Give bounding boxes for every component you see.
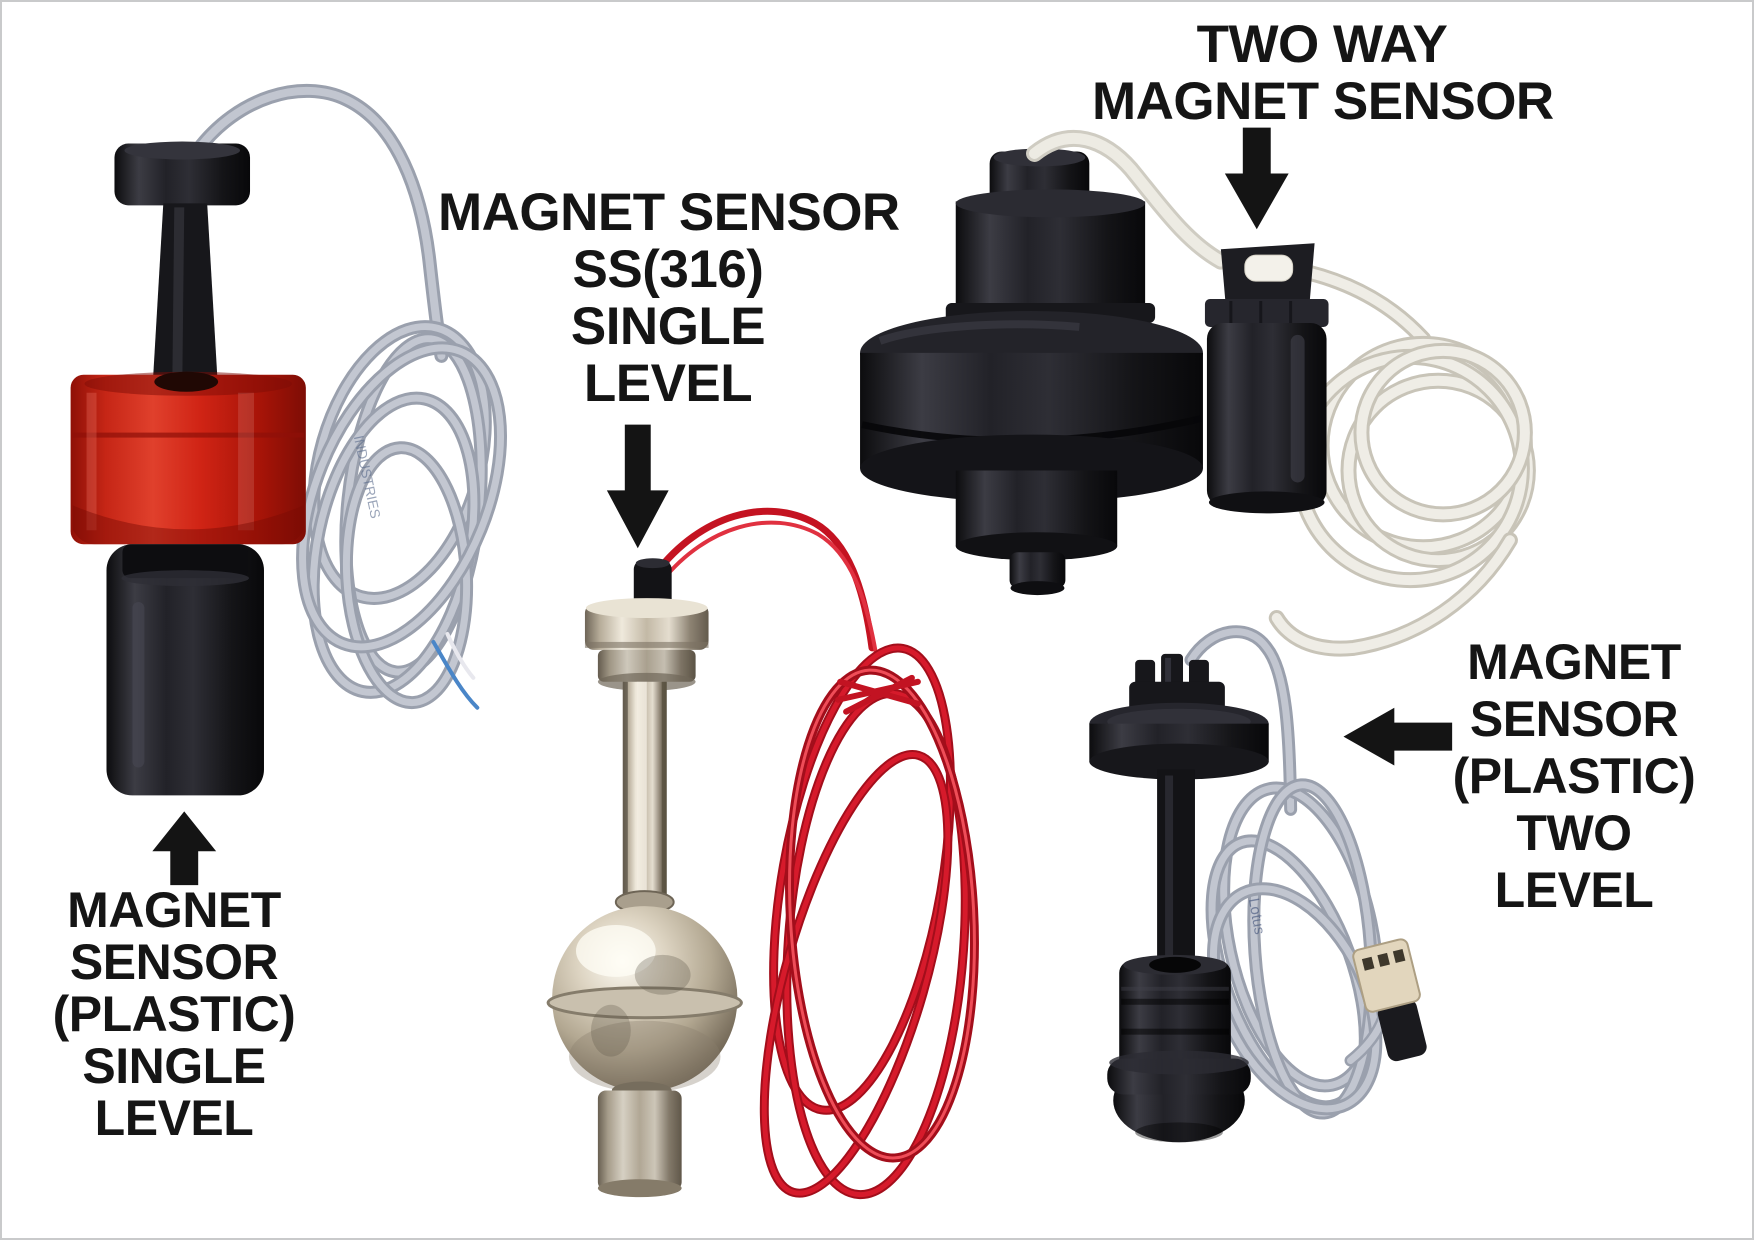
sensor-top-cap <box>114 141 251 206</box>
two-way-magnet-sensor-photo <box>860 130 1536 657</box>
red-wire-arc <box>653 507 878 656</box>
plastic-two-level-sensor-photo: Lotus <box>1089 625 1427 1143</box>
cable-print-text: Lotus <box>1245 897 1268 936</box>
cable-connector-plug <box>1352 938 1427 1062</box>
bottom-float-cylinder <box>106 544 264 796</box>
label-line: SINGLE <box>570 297 766 356</box>
red-cable-coil <box>759 643 979 1200</box>
gray-cable-coil: Lotus <box>1205 778 1393 1120</box>
label-line: TWO WAY <box>1196 15 1448 74</box>
main-float-assembly <box>860 130 1230 596</box>
label-ss316-single-level: MAGNET SENSOR SS(316) SINGLE LEVEL <box>438 183 900 413</box>
top-disk <box>1089 702 1269 780</box>
companion-sensor <box>1204 243 1329 514</box>
label-line: MAGNET <box>1467 634 1681 690</box>
float-cylinder <box>1119 954 1231 1071</box>
left-arrow-icon <box>1343 707 1453 766</box>
connector-sleeve <box>1377 999 1427 1062</box>
label-line: SENSOR <box>69 934 279 990</box>
sensor-stem <box>152 203 219 391</box>
label-line: LEVEL <box>94 1090 254 1146</box>
label-line: TWO <box>1516 805 1632 861</box>
upper-cylinder <box>955 201 1146 319</box>
plastic-single-level-sensor-photo: INDUSTRIES <box>70 83 508 796</box>
sensor-body <box>1206 322 1327 507</box>
label-plastic-single-level: MAGNET SENSOR (PLASTIC) SINGLE LEVEL <box>14 884 334 1144</box>
gray-cable-arc <box>1184 625 1298 816</box>
wire-tie-knot <box>835 674 921 715</box>
up-arrow-icon <box>152 811 217 886</box>
steel-bottom-cylinder <box>597 1081 682 1198</box>
steel-top-cap <box>584 598 709 691</box>
label-line: MAGNET SENSOR <box>438 183 900 242</box>
label-line: MAGNET <box>67 882 281 938</box>
down-arrow-icon <box>606 424 669 549</box>
white-cable-clip <box>1244 254 1294 282</box>
ss316-single-level-sensor-photo <box>546 507 979 1200</box>
bottom-stub <box>1009 552 1066 589</box>
label-two-way-magnet-sensor: TWO WAY MAGNET SENSOR <box>1092 15 1554 131</box>
down-arrow-icon <box>1224 127 1289 230</box>
label-line: LEVEL <box>1494 862 1654 918</box>
bottom-flange <box>1107 1050 1251 1143</box>
label-line: SINGLE <box>82 1038 266 1094</box>
white-wire-tip <box>445 631 476 680</box>
gray-cable-arc <box>191 83 449 363</box>
label-line: SENSOR <box>1469 691 1679 747</box>
label-line: (PLASTIC) <box>1452 748 1696 804</box>
sensor-stem <box>1157 769 1195 969</box>
label-line: (PLASTIC) <box>52 986 296 1042</box>
blue-wire-tip <box>431 639 480 710</box>
label-line: MAGNET SENSOR <box>1092 72 1554 131</box>
label-line: SS(316) <box>572 240 764 299</box>
label-plastic-two-level: MAGNET SENSOR (PLASTIC) TWO LEVEL <box>1414 634 1734 919</box>
label-line: LEVEL <box>583 354 753 413</box>
threaded-ring <box>1204 299 1329 327</box>
steel-ball-float <box>546 906 743 1093</box>
steel-stem <box>614 681 675 915</box>
red-float <box>70 371 306 545</box>
